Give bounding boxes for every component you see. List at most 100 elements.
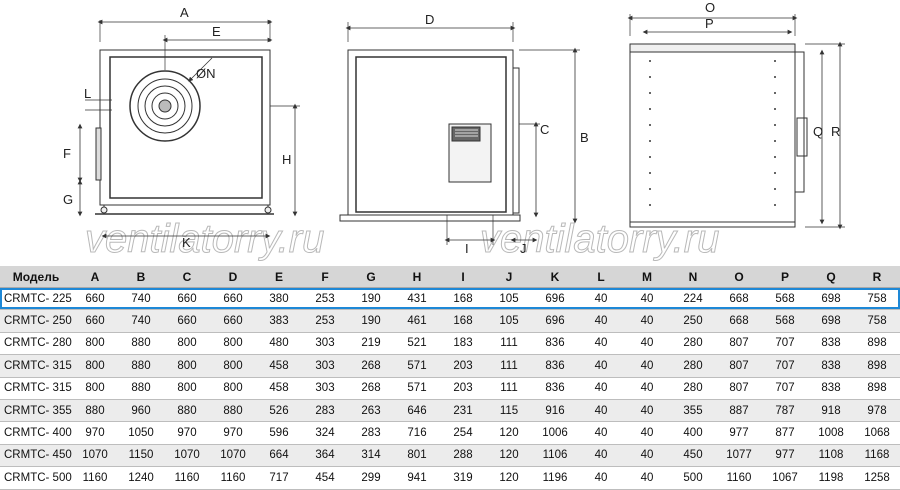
cell-value: 740 xyxy=(118,309,164,333)
cell-value: 431 xyxy=(394,287,440,311)
dim-label-c: C xyxy=(540,122,549,137)
cell-value: 319 xyxy=(440,466,486,490)
cell-value: 758 xyxy=(854,287,900,311)
dim-label-b: B xyxy=(580,130,589,145)
cell-value: 800 xyxy=(210,354,256,378)
cell-value: 521 xyxy=(394,332,440,356)
cell-model: CRMTC- 280 xyxy=(0,332,72,356)
cell-value: 40 xyxy=(624,377,670,400)
cell-value: 1160 xyxy=(716,466,762,490)
cell-value: 898 xyxy=(854,377,900,400)
cell-value: 111 xyxy=(486,377,532,400)
cell-value: 698 xyxy=(808,309,854,333)
cell-value: 40 xyxy=(624,332,670,356)
cell-value: 660 xyxy=(164,287,210,311)
cell-value: 801 xyxy=(394,444,440,468)
dim-label-o: O xyxy=(705,0,715,15)
cell-value: 707 xyxy=(762,354,808,378)
column-header-g: G xyxy=(348,266,394,288)
watermark-right: ventilatorry.ru xyxy=(480,217,719,261)
cell-value: 40 xyxy=(624,399,670,423)
cell-value: 960 xyxy=(118,399,164,423)
cell-value: 646 xyxy=(394,399,440,423)
cell-value: 1198 xyxy=(808,466,854,490)
side-view xyxy=(339,22,580,245)
cell-model: CRMTC- 225 xyxy=(0,287,72,311)
cell-value: 1070 xyxy=(210,444,256,468)
cell-value: 480 xyxy=(256,332,302,356)
watermark-left: ventilatorry.ru xyxy=(85,217,324,261)
cell-value: 1050 xyxy=(118,421,164,445)
cell-value: 787 xyxy=(762,399,808,423)
cell-value: 254 xyxy=(440,421,486,445)
column-header-model: Модель xyxy=(0,266,72,288)
cell-value: 898 xyxy=(854,354,900,378)
cell-value: 800 xyxy=(210,332,256,356)
cell-value: 324 xyxy=(302,421,348,445)
cell-value: 383 xyxy=(256,309,302,333)
cell-value: 283 xyxy=(302,399,348,423)
cell-value: 314 xyxy=(348,444,394,468)
cell-value: 977 xyxy=(762,444,808,468)
cell-value: 231 xyxy=(440,399,486,423)
cell-value: 568 xyxy=(762,309,808,333)
cell-value: 836 xyxy=(532,332,578,356)
cell-value: 40 xyxy=(624,354,670,378)
cell-value: 1160 xyxy=(210,466,256,490)
cell-value: 1067 xyxy=(762,466,808,490)
cell-value: 280 xyxy=(670,377,716,400)
cell-value: 454 xyxy=(302,466,348,490)
cell-value: 458 xyxy=(256,377,302,400)
cell-value: 1108 xyxy=(808,444,854,468)
cell-value: 40 xyxy=(578,377,624,400)
cell-value: 836 xyxy=(532,354,578,378)
column-header-e: E xyxy=(256,266,302,288)
cell-model: CRMTC- 500 xyxy=(0,466,72,490)
cell-value: 707 xyxy=(762,377,808,400)
cell-value: 120 xyxy=(486,466,532,490)
cell-value: 40 xyxy=(578,421,624,445)
cell-value: 698 xyxy=(808,287,854,311)
cell-value: 660 xyxy=(72,309,118,333)
cell-value: 838 xyxy=(808,377,854,400)
dim-label-e: E xyxy=(212,24,221,39)
cell-value: 40 xyxy=(578,354,624,378)
cell-value: 918 xyxy=(808,399,854,423)
cell-value: 299 xyxy=(348,466,394,490)
cell-value: 807 xyxy=(716,354,762,378)
cell-value: 268 xyxy=(348,354,394,378)
cell-value: 1077 xyxy=(716,444,762,468)
cell-value: 716 xyxy=(394,421,440,445)
dim-label-a: A xyxy=(180,5,189,20)
cell-value: 800 xyxy=(164,354,210,378)
column-header-c: C xyxy=(164,266,210,288)
cell-value: 568 xyxy=(762,287,808,311)
dim-label-j: J xyxy=(520,241,527,256)
cell-model: CRMTC- 315 xyxy=(0,377,72,400)
column-header-o: O xyxy=(716,266,762,288)
cell-value: 887 xyxy=(716,399,762,423)
cell-value: 183 xyxy=(440,332,486,356)
cell-value: 40 xyxy=(578,309,624,333)
cell-value: 111 xyxy=(486,354,532,378)
cell-value: 253 xyxy=(302,309,348,333)
column-header-d: D xyxy=(210,266,256,288)
column-header-a: A xyxy=(72,266,118,288)
cell-value: 800 xyxy=(72,332,118,356)
cell-value: 941 xyxy=(394,466,440,490)
cell-value: 880 xyxy=(72,399,118,423)
column-header-m: M xyxy=(624,266,670,288)
cell-value: 40 xyxy=(624,444,670,468)
cell-value: 303 xyxy=(302,332,348,356)
cell-value: 105 xyxy=(486,309,532,333)
cell-value: 807 xyxy=(716,377,762,400)
dim-label-q: Q xyxy=(813,124,823,139)
cell-value: 838 xyxy=(808,332,854,356)
cell-value: 1008 xyxy=(808,421,854,445)
cell-value: 355 xyxy=(670,399,716,423)
cell-value: 668 xyxy=(716,309,762,333)
